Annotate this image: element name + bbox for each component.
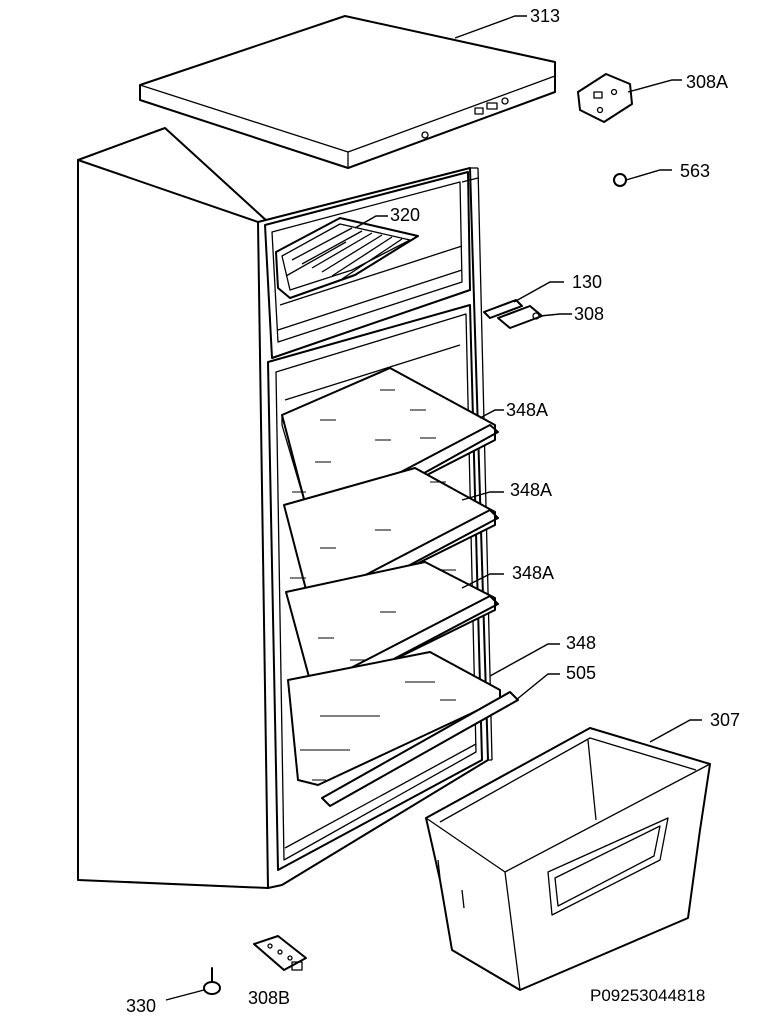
crisper-cover-505	[321, 691, 519, 807]
callout-330: 330	[126, 996, 156, 1016]
callout-313: 313	[530, 6, 560, 26]
callout-348: 348	[566, 633, 596, 653]
top-cover-313	[139, 15, 556, 169]
callout-348a-3: 348A	[512, 563, 554, 583]
callout-505: 505	[566, 663, 596, 683]
bottom-hinge-308b	[253, 935, 307, 971]
leader-lines	[165, 15, 702, 1001]
crisper-drawer-307	[425, 727, 711, 991]
callout-308a: 308A	[686, 72, 728, 92]
callout-308b: 308B	[248, 988, 290, 1008]
callout-563: 563	[680, 161, 710, 181]
callout-labels: 313 308A 563 320 130 308 348A 348A 348A …	[126, 6, 740, 1016]
hinge-308a	[577, 73, 633, 123]
screw-563	[613, 173, 627, 187]
callout-320: 320	[390, 205, 420, 225]
glass-reflection-marks	[290, 389, 456, 781]
callout-130: 130	[572, 272, 602, 292]
adjustable-foot-330	[203, 967, 221, 995]
hinge-pin-130	[483, 299, 523, 319]
callout-308: 308	[574, 304, 604, 324]
reference-code: P09253044818	[590, 986, 705, 1005]
callout-348a-2: 348A	[510, 480, 552, 500]
callout-307: 307	[710, 710, 740, 730]
freezer-grid-shelf-320	[275, 217, 419, 299]
callout-348a-1: 348A	[506, 400, 548, 420]
